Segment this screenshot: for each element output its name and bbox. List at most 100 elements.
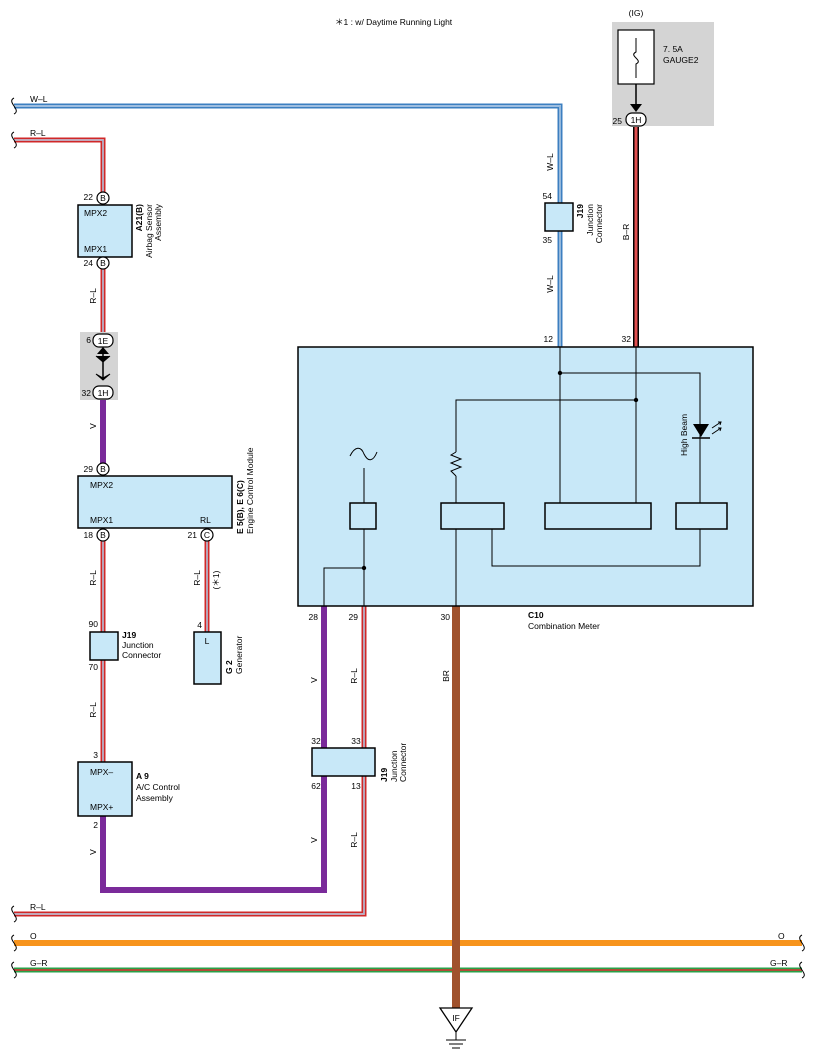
j19-left-line1: Junction xyxy=(122,640,154,650)
high-beam-led-icon xyxy=(692,421,722,439)
generator-term: L xyxy=(205,636,210,646)
wire-label-v-28: V xyxy=(309,677,319,683)
bus-label-o-right: O xyxy=(778,931,785,941)
wire-label-wl-upper: W–L xyxy=(545,153,555,171)
fuse-gauge2: (IG) 7. 5A GAUGE2 25 1H xyxy=(612,8,714,127)
wire-label-br: B–R xyxy=(621,224,631,241)
bus-break-right xyxy=(799,934,805,979)
ground-label: IF xyxy=(452,1013,460,1023)
wire-r-l-bus-top xyxy=(14,137,106,192)
ground-if: IF xyxy=(438,1007,474,1049)
jc-conn-top: 1E xyxy=(98,336,109,346)
ac-code: A 9 xyxy=(136,771,149,781)
wire-label-dr1: (＊1) xyxy=(211,570,221,589)
j19-bottom-line2: Connector xyxy=(398,743,408,782)
ac-name-line1: A/C Control xyxy=(136,782,180,792)
bus-label-r-l-top: R–L xyxy=(30,128,46,138)
fuse-connector: 1H xyxy=(631,115,642,125)
wire-label-br-30: BR xyxy=(441,670,451,682)
ecm-pin-br: 21 xyxy=(188,530,198,540)
ecm-pin-bl: 18 xyxy=(84,530,94,540)
airbag-pin-bottom: 24 xyxy=(84,258,94,268)
j19-top-code: J19 xyxy=(575,204,585,218)
jc-arrow-down-icon xyxy=(95,373,111,381)
airbag-pin-top-conn: B xyxy=(100,193,106,203)
meter-pin-28: 28 xyxy=(309,612,319,622)
ecm-pin-top: 29 xyxy=(84,464,94,474)
bus-label-r-l-bottom: R–L xyxy=(30,902,46,912)
j19-left-pin-top: 90 xyxy=(89,619,99,629)
wire-label-v-62: V xyxy=(309,837,319,843)
jc-arrow-up-icon xyxy=(97,347,109,354)
combination-meter: 12 32 28 29 30 C10 Combination Meter xyxy=(297,334,754,631)
bus-label-o: O xyxy=(30,931,37,941)
wire-label-rl-29: R–L xyxy=(349,668,359,684)
wire-label-v-a9: V xyxy=(88,849,98,855)
ecm-code: E 5(B), E 6(C) xyxy=(235,480,245,534)
wire-label-rl-e5: R–L xyxy=(88,570,98,586)
junction-connector-j19-top: 54 35 J19 Junction Connector xyxy=(543,191,604,245)
ecm-pin-top-conn: B xyxy=(100,464,106,474)
fuse-arrow-icon xyxy=(630,104,642,112)
wire-label-rl-gen: R–L xyxy=(192,570,202,586)
generator-code: G 2 xyxy=(224,660,234,674)
generator-pin: 4 xyxy=(197,620,202,630)
fuse-source-label: (IG) xyxy=(629,8,644,18)
ac-term-mpx-plus: MPX+ xyxy=(90,802,113,812)
wire-label-v-1h: V xyxy=(88,423,98,429)
wire-w-l-bus xyxy=(14,103,563,348)
ecm-term-rl: RL xyxy=(200,515,211,525)
meter-pin-32: 32 xyxy=(622,334,632,344)
wire-r-l-bus-bottom xyxy=(14,776,367,917)
wire-label-wl-lower: W–L xyxy=(545,275,555,293)
junction-1e-1h: 6 1E 32 1H xyxy=(80,332,118,400)
jc-conn-bottom: 1H xyxy=(98,388,109,398)
jc-pin-bottom: 32 xyxy=(82,388,92,398)
airbag-term-mpx1: MPX1 xyxy=(84,244,107,254)
ecm-term-mpx2: MPX2 xyxy=(90,480,113,490)
ac-control-assembly: 3 MPX– MPX+ 2 A 9 A/C Control Assembly xyxy=(77,750,180,830)
resistor-icon xyxy=(449,451,463,477)
wire-v-a9-j19 xyxy=(100,776,327,893)
high-beam-label: High Beam xyxy=(679,414,689,456)
j19-bottom-pin-br: 13 xyxy=(351,781,361,791)
bus-label-g-r: G–R xyxy=(30,958,47,968)
generator: 4 L G 2 Generator xyxy=(193,620,244,685)
j19-bottom-line1: Junction xyxy=(389,750,399,782)
j19-bottom-pin-tr: 33 xyxy=(351,736,361,746)
airbag-pin-top: 22 xyxy=(84,192,94,202)
airbag-pin-bottom-conn: B xyxy=(100,258,106,268)
junction-connector-j19-bottom: 32 33 62 13 J19 Junction Connector xyxy=(311,736,408,791)
bus-label-g-r-right: G–R xyxy=(770,958,787,968)
j19-left-code: J19 xyxy=(122,630,136,640)
meter-pin-30: 30 xyxy=(441,612,451,622)
wire-label-rl-13: R–L xyxy=(349,832,359,848)
ecm-name: Engine Control Module xyxy=(245,447,255,534)
wire-label-rl-a21: R–L xyxy=(88,288,98,304)
j19-bottom-code: J19 xyxy=(379,768,389,782)
j19-bottom-pin-bl: 62 xyxy=(311,781,321,791)
note-daytime-running-light: ＊1 : w/ Daytime Running Light xyxy=(335,17,453,27)
j19-top-pin-bottom: 35 xyxy=(543,235,553,245)
fuse-rating: 7. 5A xyxy=(663,44,683,54)
j19-top-line1: Junction xyxy=(585,204,595,236)
meter-pin-29: 29 xyxy=(349,612,359,622)
junction-connector-j19-left: 90 70 J19 Junction Connector xyxy=(89,619,162,672)
ac-pin-bottom: 2 xyxy=(93,820,98,830)
wire-label-rl-j19: R–L xyxy=(88,702,98,718)
fuse-icon xyxy=(633,38,639,78)
airbag-name-line2: Assembly xyxy=(153,203,163,241)
fuse-pin: 25 xyxy=(613,116,623,126)
ecm-pin-br-conn: C xyxy=(204,530,210,540)
fuse-name: GAUGE2 xyxy=(663,55,699,65)
ecm-term-mpx1: MPX1 xyxy=(90,515,113,525)
ac-pin-top: 3 xyxy=(93,750,98,760)
j19-top-pin-top: 54 xyxy=(543,191,553,201)
j19-bottom-pin-tl: 32 xyxy=(311,736,321,746)
ac-wave-icon xyxy=(349,447,378,461)
j19-top-line2: Connector xyxy=(594,204,604,243)
ac-term-mpx-minus: MPX– xyxy=(90,767,113,777)
bus-label-w-l: W–L xyxy=(30,94,48,104)
